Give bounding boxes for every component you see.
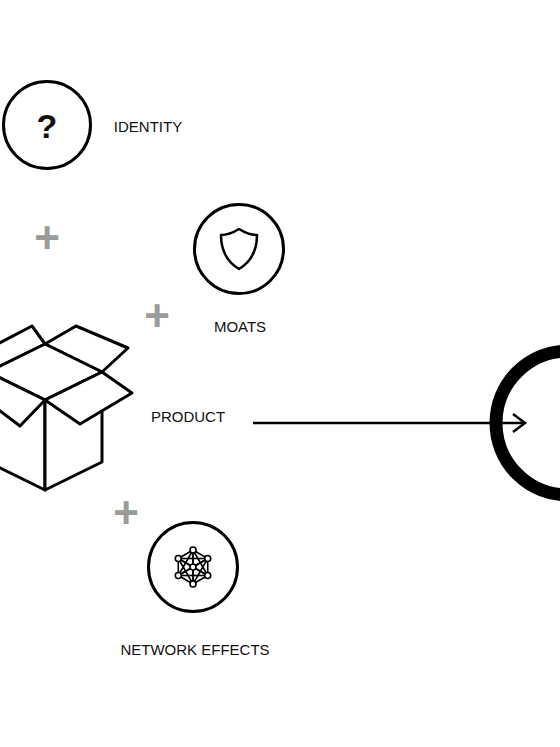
node-label: MOATS xyxy=(214,319,266,334)
network-link xyxy=(178,550,193,576)
network-dot xyxy=(205,556,211,562)
plus-sign: + xyxy=(34,216,60,260)
node-shape xyxy=(147,521,239,613)
icon-node: NETWORK EFFECTS xyxy=(147,521,239,613)
network-dot xyxy=(190,581,196,587)
node-label: PRODUCT xyxy=(151,409,225,424)
node-shape xyxy=(193,203,285,295)
network-dot xyxy=(190,564,196,570)
icon-node: MOATS xyxy=(193,203,285,295)
box-flap xyxy=(45,372,132,424)
icon-circle xyxy=(4,82,91,169)
result-circle xyxy=(496,351,560,495)
product-box: PRODUCT xyxy=(0,320,140,495)
icon-circle xyxy=(195,205,284,294)
network-icon xyxy=(175,547,210,587)
product-arrow xyxy=(253,414,525,432)
node-label: NETWORK EFFECTS xyxy=(120,642,269,657)
network-link xyxy=(193,559,208,585)
plus-sign: + xyxy=(144,294,170,338)
question-mark: ? xyxy=(37,109,58,143)
icon-circle xyxy=(149,523,238,612)
icon-node: ?IDENTITY xyxy=(2,80,92,170)
box-flap xyxy=(0,372,45,426)
node-label: IDENTITY xyxy=(114,119,182,134)
plus-sign: + xyxy=(113,491,139,535)
shield-icon xyxy=(221,229,257,269)
network-dot xyxy=(190,547,196,553)
network-dot xyxy=(205,573,211,579)
network-dot xyxy=(175,573,181,579)
network-dot xyxy=(175,556,181,562)
node-shape xyxy=(0,320,140,495)
